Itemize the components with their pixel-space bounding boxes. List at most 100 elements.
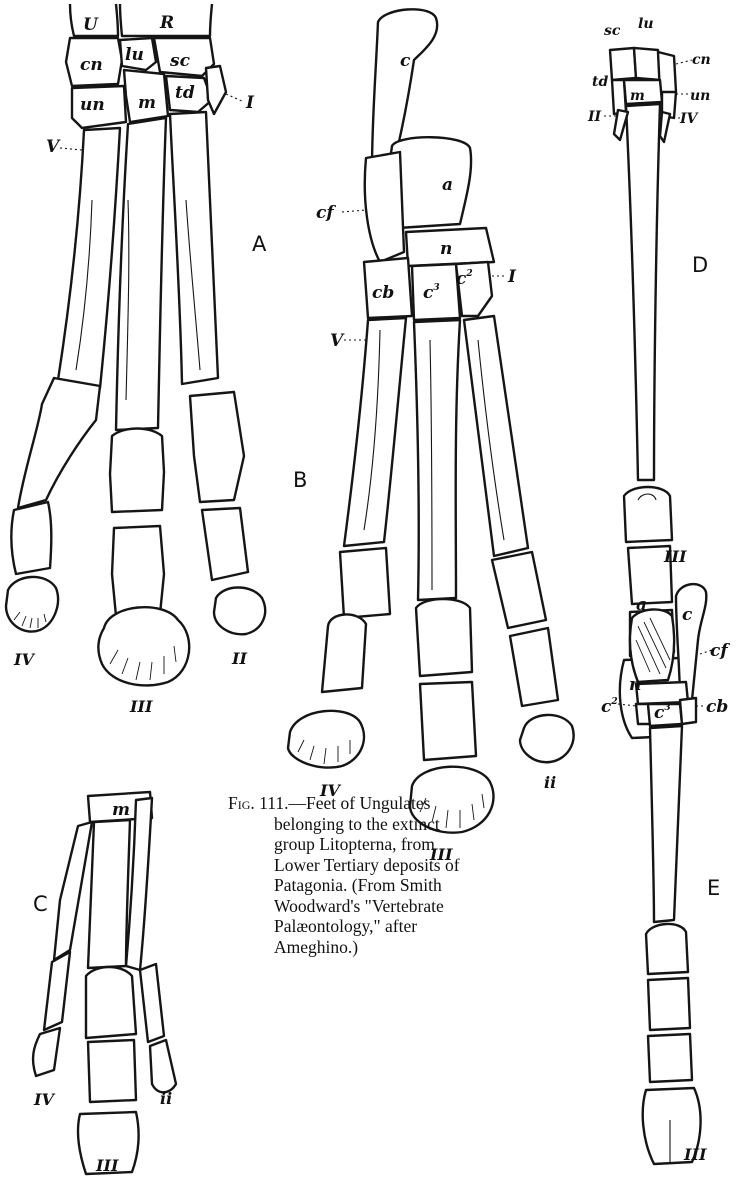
panel-a-ungual-iii bbox=[98, 607, 189, 685]
panel-e-label-cb: cb bbox=[706, 697, 728, 717]
panel-a-phalanx-ii-2 bbox=[202, 508, 248, 580]
panel-d-letter: D bbox=[692, 253, 708, 277]
panel-c-metacarpal-iii bbox=[88, 820, 130, 968]
panel-e-label-c: c bbox=[682, 605, 693, 625]
panel-e-label-c3-sup: 3 bbox=[664, 703, 670, 713]
panel-b-label-i: I bbox=[507, 267, 517, 287]
panel-a-label-sc: sc bbox=[169, 51, 191, 71]
panel-e-phalanx-1 bbox=[646, 924, 688, 974]
panel-c-phalanx-iv-2 bbox=[33, 1028, 60, 1076]
panel-d-scaphoid bbox=[610, 48, 636, 80]
caption-line-4: Lower Tertiary deposits of bbox=[228, 855, 528, 876]
panel-a-letter: A bbox=[252, 232, 267, 256]
panel-b-pes: c a cf n cb c3 c2 I V B IV III ii bbox=[288, 9, 574, 864]
panel-a-label-v: V bbox=[46, 137, 61, 157]
panel-d-label-lu: lu bbox=[638, 16, 654, 32]
panel-c-digit-ii: ii bbox=[160, 1089, 172, 1108]
panel-a-metacarpal-iii bbox=[116, 118, 166, 430]
panel-b-phalanx-iii-2 bbox=[420, 682, 476, 760]
panel-c-phalanx-iii-2 bbox=[88, 1040, 136, 1102]
panel-e-label-a: a bbox=[636, 595, 647, 615]
panel-c-phalanx-iv-1 bbox=[44, 952, 70, 1030]
panel-a-label-un: un bbox=[80, 95, 105, 115]
panel-e-cuboid bbox=[680, 698, 696, 724]
panel-d-label-un: un bbox=[690, 88, 710, 104]
panel-c-digit-iii: III bbox=[95, 1156, 119, 1175]
panel-c-phalanx-ii-1 bbox=[140, 964, 164, 1042]
panel-d-label-td: td bbox=[592, 74, 608, 90]
panel-b-label-cf: cf bbox=[316, 203, 336, 223]
panel-b-phalanx-iv-1 bbox=[340, 548, 390, 618]
panel-a-phalanx-iii-2 bbox=[112, 526, 164, 616]
panel-a-manus: U R cn lu sc un m td I V A IV III II bbox=[6, 4, 267, 716]
panel-b-letter: B bbox=[293, 468, 307, 492]
panel-a-metacarpal-ii bbox=[170, 112, 218, 384]
panel-c-label-m: m bbox=[112, 800, 130, 820]
caption-line-2: belonging to the extinct bbox=[228, 814, 528, 835]
panel-d-metacarpal-iv bbox=[660, 112, 670, 142]
panel-d-label-ii: II bbox=[587, 109, 602, 125]
panel-e-letter: E bbox=[707, 876, 720, 900]
panel-a-label-td: td bbox=[175, 83, 195, 103]
panel-a-label-m: m bbox=[138, 93, 156, 113]
panel-d-leader-cn bbox=[676, 60, 692, 64]
panel-b-phalanx-ii-1 bbox=[492, 552, 546, 628]
caption-line-6: Woodward's "Vertebrate bbox=[228, 896, 528, 917]
panel-b-ungual-ii bbox=[520, 715, 574, 762]
panel-c-letter: C bbox=[33, 892, 48, 916]
caption-line-3: group Litopterna, from bbox=[228, 834, 528, 855]
panel-e-metatarsal-iii bbox=[650, 726, 682, 922]
panel-e-astragalus bbox=[630, 609, 674, 682]
panel-b-ungual-iv bbox=[288, 711, 364, 768]
panel-b-label-c2-base: c bbox=[456, 269, 467, 289]
panel-c-phalanx-ii-2 bbox=[150, 1040, 176, 1092]
panel-a-label-lu: lu bbox=[125, 45, 144, 65]
panel-e-label-n: n bbox=[629, 675, 641, 695]
panel-b-phalanx-iv-2 bbox=[322, 614, 366, 692]
panel-b-label-a: a bbox=[442, 175, 453, 195]
panel-d-digit-iii: III bbox=[663, 547, 687, 566]
panel-d-metacarpal-iii bbox=[626, 104, 660, 480]
panel-b-leader-cf bbox=[342, 210, 366, 212]
panel-b-label-n: n bbox=[440, 239, 452, 259]
panel-c-foot: m C IV III ii bbox=[33, 792, 176, 1175]
caption-line-1: Fig. 111.—Feet of Ungulates bbox=[228, 793, 528, 814]
panel-c-digit-iv: IV bbox=[33, 1090, 55, 1109]
panel-c-phalanx-iii-1 bbox=[86, 967, 136, 1038]
panel-d-phalanx-1 bbox=[624, 487, 672, 542]
panel-e-label-c2: c2 bbox=[601, 697, 618, 717]
panel-a-ungual-iv bbox=[6, 577, 58, 632]
panel-d-label-iv: IV bbox=[679, 111, 700, 127]
panel-a-digit-ii: II bbox=[231, 649, 247, 668]
caption-line-5: Patagonia. (From Smith bbox=[228, 875, 528, 896]
panel-b-phalanx-ii-2 bbox=[510, 628, 558, 706]
caption-figure-number: Fig. 111. bbox=[228, 793, 288, 813]
panel-a-trapezium bbox=[206, 66, 226, 114]
panel-a-digit-iv: IV bbox=[13, 650, 35, 669]
panel-d-label-cn: cn bbox=[692, 52, 711, 68]
panel-b-metatarsal-ii bbox=[464, 316, 528, 556]
panel-e-digit-iii: III bbox=[683, 1145, 707, 1164]
panel-a-label-u: U bbox=[83, 15, 99, 35]
panel-a-phalanx-iii-1 bbox=[110, 429, 164, 513]
figure-caption: Fig. 111.—Feet of Ungulates belonging to… bbox=[228, 793, 528, 957]
panel-d-label-sc: sc bbox=[604, 23, 621, 39]
panel-a-phalanx-iv-2 bbox=[11, 502, 51, 574]
panel-e-phalanx-3 bbox=[648, 1034, 692, 1082]
panel-e-label-cf: cf bbox=[710, 641, 730, 661]
panel-e-label-c3-base: c bbox=[654, 703, 665, 723]
panel-e-label-c2-base: c bbox=[601, 697, 612, 717]
panel-a-phalanx-ii-1 bbox=[190, 392, 244, 502]
panel-a-label-i: I bbox=[245, 93, 255, 113]
panel-b-metatarsal-iii bbox=[414, 320, 460, 600]
panel-b-label-c2-sup: 2 bbox=[465, 269, 472, 279]
panel-a-label-cn: cn bbox=[80, 55, 103, 75]
panel-a-leader-i bbox=[226, 94, 244, 102]
panel-b-digit-ii: ii bbox=[544, 773, 556, 792]
panel-e-phalanx-2 bbox=[648, 978, 690, 1030]
panel-b-label-c: c bbox=[400, 51, 411, 71]
panel-b-phalanx-iii-1 bbox=[416, 599, 472, 676]
caption-line-8: Ameghino.) bbox=[228, 937, 528, 958]
panel-d-label-m: m bbox=[630, 88, 645, 104]
